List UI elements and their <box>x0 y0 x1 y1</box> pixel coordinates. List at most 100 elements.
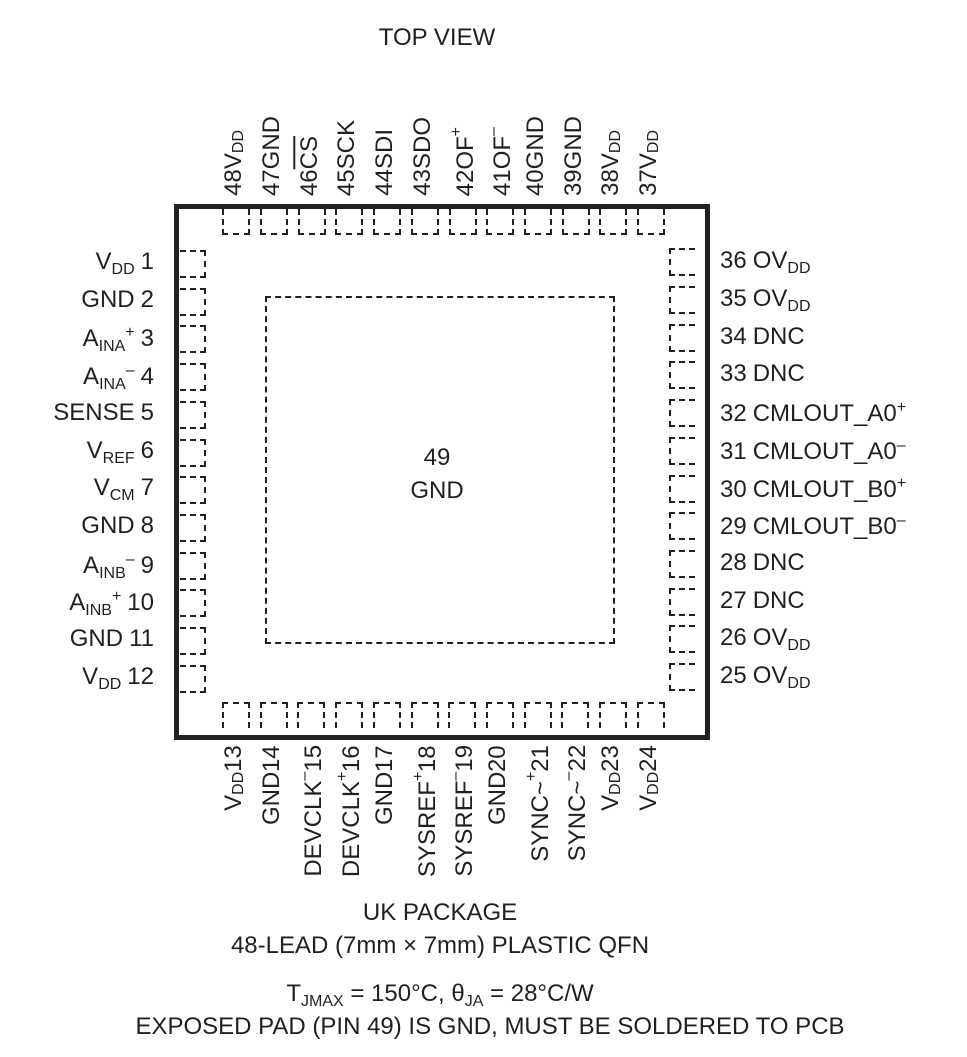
label-segment: V <box>635 153 662 170</box>
label-segment: – <box>447 771 465 781</box>
label-segment: V <box>86 436 103 464</box>
pin-number: 47 <box>258 169 285 196</box>
pin-pad <box>523 702 552 728</box>
pin-pad <box>180 589 206 618</box>
pin-number: 6 <box>140 436 154 464</box>
pin-number: 39 <box>559 169 587 196</box>
pin-pad <box>485 702 514 728</box>
pin-pad <box>260 209 288 235</box>
pin-pad <box>180 438 206 467</box>
pin-label-21: SYNC~+21 <box>523 745 554 862</box>
pin-pad <box>180 250 206 278</box>
pin-number: 25 <box>720 662 747 689</box>
pin-pad <box>669 663 695 691</box>
label-segment: DEVCLK <box>300 780 328 877</box>
label-segment: = 150°C, θ <box>343 980 465 1007</box>
pin-number: 31 <box>720 437 747 465</box>
pin-pad <box>180 363 206 392</box>
pin-number: 7 <box>140 474 154 502</box>
label-segment: DD <box>644 771 662 795</box>
pin-pad <box>561 702 590 728</box>
pin-number: 24 <box>634 745 662 772</box>
pin-pad <box>599 702 627 728</box>
pin-number: 28 <box>720 548 747 576</box>
label-segment: GND <box>69 625 124 652</box>
label-segment: DD <box>645 130 662 154</box>
pin-number: 20 <box>483 745 511 772</box>
pin-pad <box>669 361 695 390</box>
pin-pad <box>335 209 364 235</box>
pin-pad <box>180 476 206 505</box>
pin-number: 34 <box>720 322 747 350</box>
pin-pad <box>180 551 206 580</box>
label-segment: OV <box>752 247 788 275</box>
pin-number: 48 <box>220 169 248 196</box>
label-segment: – <box>896 512 906 530</box>
label-segment: DNC <box>752 548 805 576</box>
label-segment: SYSREF <box>413 781 441 878</box>
label-segment: SDI <box>371 129 399 170</box>
label-segment: CS <box>295 135 323 170</box>
pin-pad <box>410 209 439 235</box>
label-segment: OF <box>489 135 517 170</box>
pin-number: 2 <box>140 285 154 313</box>
pin-number: 45 <box>333 169 361 196</box>
label-segment: SENSE <box>53 398 135 426</box>
pin-pad <box>669 323 695 352</box>
label-segment: + <box>409 771 427 782</box>
label-segment: T <box>286 980 302 1007</box>
label-segment: CMLOUT_A0 <box>752 400 897 428</box>
pin-label-23: VDD23 <box>597 745 624 811</box>
label-segment: DEVCLK <box>338 781 366 878</box>
pin-pad <box>669 587 695 616</box>
pin-label-3: AINA+3 <box>83 325 160 355</box>
label-segment: GND <box>258 115 285 170</box>
label-segment: + <box>447 126 465 136</box>
pin-number: 10 <box>127 589 154 617</box>
label-segment: CMLOUT_B0 <box>752 513 897 541</box>
label-segment: OV <box>752 285 788 312</box>
pin-label-14: GND14 <box>257 745 285 825</box>
pin-number: 26 <box>720 624 747 652</box>
pin-number: 14 <box>257 745 285 772</box>
label-segment: GND <box>483 771 511 826</box>
label-segment: DD <box>98 675 122 693</box>
pin-pad <box>599 209 628 235</box>
label-segment: + <box>111 588 122 606</box>
pin-pad <box>669 399 695 428</box>
label-segment: INB <box>85 602 112 620</box>
pin-number: 22 <box>564 745 592 772</box>
pin-pad <box>372 702 401 728</box>
pin-number: 35 <box>720 285 747 312</box>
pin-number: 19 <box>451 745 479 772</box>
pin-label-9: AINB–9 <box>83 551 160 582</box>
label-segment: GND <box>81 511 135 539</box>
pin-pad <box>669 512 695 541</box>
pin-pad <box>636 702 665 728</box>
pin-number: 44 <box>371 169 399 196</box>
label-segment: + <box>125 324 135 342</box>
pin-number: 18 <box>413 745 441 772</box>
label-segment: INA <box>99 376 126 394</box>
label-segment: A <box>69 589 86 617</box>
label-segment: + <box>334 771 352 782</box>
label-segment: DD <box>230 771 247 795</box>
label-segment: – <box>560 771 578 781</box>
pin-label-15: DEVCLK–15 <box>296 745 328 877</box>
label-segment: = 28°C/W <box>483 980 594 1007</box>
pin-number: 1 <box>140 248 154 275</box>
label-segment: A <box>83 363 100 391</box>
pin-label-47: 47GND <box>258 115 285 196</box>
pin-number: 13 <box>220 745 247 772</box>
pin-pad <box>448 702 477 728</box>
label-segment: CM <box>109 487 135 505</box>
pin-pad <box>222 702 250 728</box>
pin-number: 15 <box>300 745 328 772</box>
label-segment: DNC <box>752 322 805 350</box>
pin-number: 33 <box>720 360 747 388</box>
